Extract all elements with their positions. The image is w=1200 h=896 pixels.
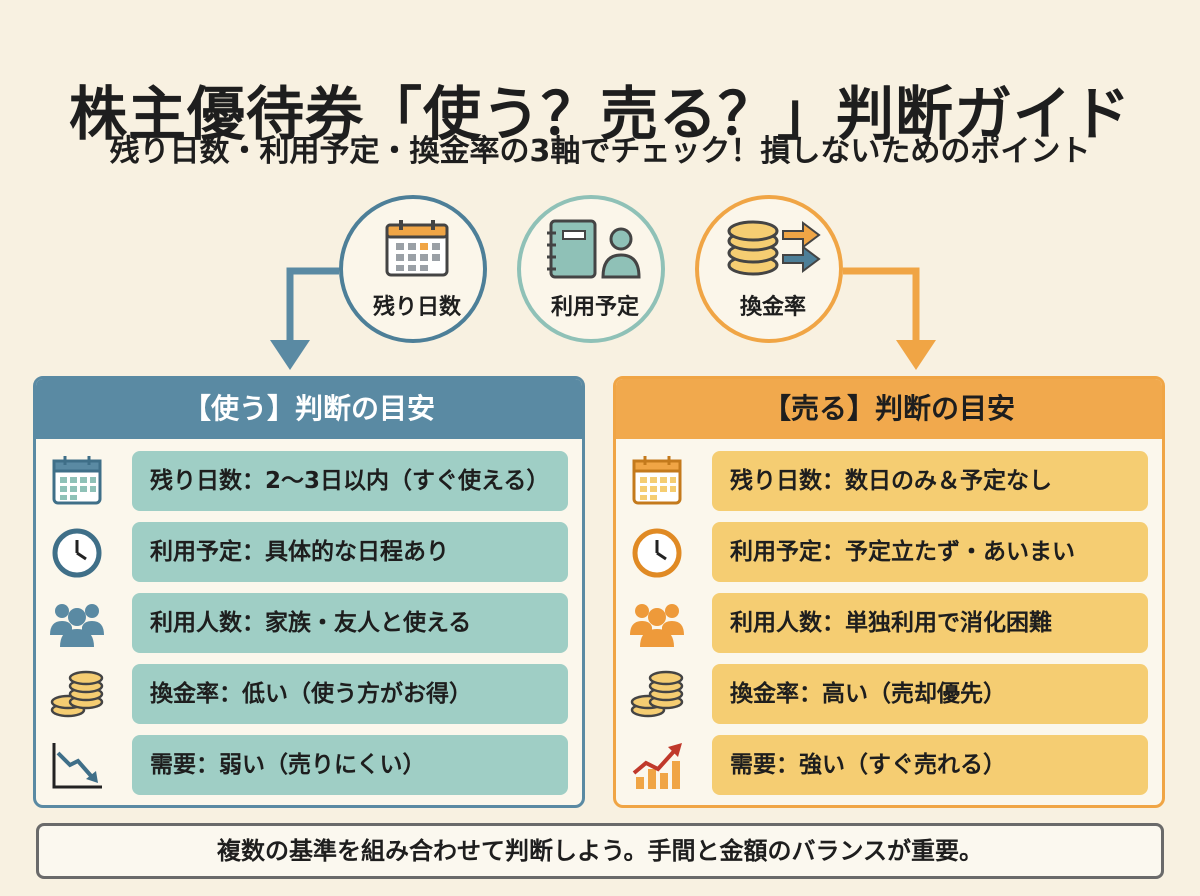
footer-note: 複数の基準を組み合わせて判断しよう。手間と金額のバランスが重要。	[36, 823, 1164, 879]
calendar-icon	[343, 219, 491, 283]
criteria-pill: 換金率：高い（売却優先）	[712, 664, 1148, 724]
arrow-down-right-icon	[896, 340, 936, 370]
list-item: 利用予定：予定立たず・あいまい	[616, 522, 1162, 584]
arrow-down-left-icon	[270, 340, 310, 370]
coins-arrows-icon	[699, 219, 847, 283]
group-icon	[628, 597, 686, 651]
criteria-pill: 利用予定：具体的な日程あり	[132, 522, 568, 582]
list-item: 利用予定：具体的な日程あり	[36, 522, 582, 584]
criteria-pill: 利用予定：予定立たず・あいまい	[712, 522, 1148, 582]
axis-label: 利用予定	[550, 295, 639, 320]
calendar-icon	[628, 455, 686, 509]
list-item: 残り日数：数日のみ＆予定なし	[616, 451, 1162, 513]
list-item: 需要：弱い（売りにくい）	[36, 735, 582, 797]
coins-icon	[628, 668, 686, 722]
trend-up-icon	[628, 739, 686, 793]
trend-down-icon	[48, 739, 106, 793]
list-item: 利用人数：家族・友人と使える	[36, 593, 582, 655]
axis-label: 換金率	[739, 295, 806, 320]
criteria-pill: 需要：強い（すぐ売れる）	[712, 735, 1148, 795]
use-panel-title: 【使う】判断の目安	[36, 379, 582, 439]
list-item: 換金率：高い（売却優先）	[616, 664, 1162, 726]
list-item: 利用人数：単独利用で消化困難	[616, 593, 1162, 655]
axis-cash-rate: 換金率	[695, 195, 843, 343]
criteria-pill: 需要：弱い（売りにくい）	[132, 735, 568, 795]
group-icon	[48, 597, 106, 651]
coins-icon	[48, 668, 106, 722]
sell-panel-title: 【売る】判断の目安	[616, 379, 1162, 439]
axis-usage-plan: 利用予定	[517, 195, 665, 343]
criteria-pill: 利用人数：単独利用で消化困難	[712, 593, 1148, 653]
page-subtitle: 残り日数・利用予定・換金率の3軸でチェック！損しないためのポイント	[109, 134, 1091, 169]
criteria-pill: 残り日数：2〜3日以内（すぐ使える）	[132, 451, 568, 511]
clock-icon	[48, 526, 106, 580]
list-item: 残り日数：2〜3日以内（すぐ使える）	[36, 451, 582, 513]
connector-arrows	[270, 267, 936, 370]
axis-remaining-days: 残り日数	[339, 195, 487, 343]
page-title: 株主優待券「使う？売る？」判断ガイド	[68, 79, 1131, 148]
axis-label: 残り日数	[372, 295, 461, 320]
calendar-icon	[48, 455, 106, 509]
use-panel: 【使う】判断の目安 残り日数：2〜3日以内（すぐ使える） 利用予定：具体的な日程…	[33, 376, 585, 808]
list-item: 換金率：低い（使う方がお得）	[36, 664, 582, 726]
sell-panel: 【売る】判断の目安 残り日数：数日のみ＆予定なし 利用予定：予定立たず・あいまい…	[613, 376, 1165, 808]
list-item: 需要：強い（すぐ売れる）	[616, 735, 1162, 797]
criteria-pill: 利用人数：家族・友人と使える	[132, 593, 568, 653]
criteria-pill: 残り日数：数日のみ＆予定なし	[712, 451, 1148, 511]
clock-icon	[628, 526, 686, 580]
notebook-person-icon	[521, 219, 669, 283]
criteria-pill: 換金率：低い（使う方がお得）	[132, 664, 568, 724]
